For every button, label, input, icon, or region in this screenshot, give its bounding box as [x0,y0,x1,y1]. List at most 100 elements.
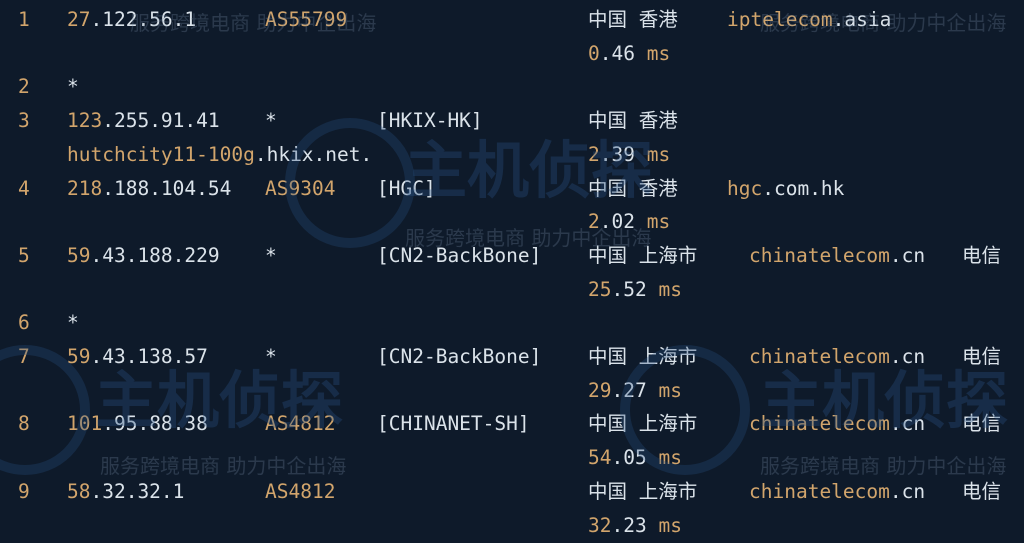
latency-segment: ms [658,378,682,402]
domain-segment: iptelecom [727,8,833,31]
latency-segment: ms [646,41,671,65]
ip-address-segment: .43.188.229 [90,243,220,267]
ip-address-segment: .95.88.38 [102,412,208,436]
ip-address-segment: .43.138.57 [90,345,208,368]
asn: * [265,104,277,138]
latency: 2.02 ms [588,205,670,239]
domain: chinatelecom.cn [749,475,925,509]
latency-segment: 2 [588,210,600,234]
domain: hgc.com.hk [727,172,844,206]
domain-segment: .cn [889,412,926,436]
latency: 0.46 ms [588,37,670,71]
geo-location-segment: 中国 香港 [588,109,678,133]
domain-segment: hgc [727,176,763,200]
geo-location-segment: 中国 香港 [588,176,678,200]
domain-segment: chinatelecom [749,243,890,267]
network-tag: [CHINANET-SH] [377,407,530,441]
ip-address: 101.95.88.38 [67,407,208,441]
latency-segment: 54 [588,446,612,470]
domain-segment: chinatelecom [749,479,890,503]
hop-number: 3 [18,109,30,133]
ip-address-segment: 101 [67,412,103,436]
latency-segment: .27 [611,378,659,402]
latency-segment: ms [658,513,682,537]
latency-segment: .46 [599,41,647,65]
isp-segment: 电信 [962,412,1002,436]
hop-detail-row: hutchcity11-100g.hkix.net. 2.39 ms [0,138,1024,172]
hop-detail-row: 0.46 ms [0,37,1024,71]
latency-segment: ms [646,142,671,166]
asn: * [265,239,277,273]
latency-segment: .52 [611,277,659,301]
ip-address-segment: .188.104.54 [102,176,232,200]
hop-number: 8 [18,412,30,436]
latency-segment: 2 [588,142,600,166]
isp: 电信 [962,340,1001,374]
network-tag: [HKIX-HK] [377,104,483,138]
geo-location-segment: 中国 上海市 [588,479,698,503]
network-tag-segment: [HKIX-HK] [377,109,483,133]
asn-segment: * [265,109,277,133]
domain-segment: .cn [889,243,926,267]
ip-address: * [67,306,79,340]
geo-location-segment: 中国 上海市 [588,412,698,436]
latency-segment: 32 [588,513,612,537]
latency: 32.23 ms [588,509,682,543]
hostname-segment: .hkix.net. [254,142,373,166]
ip-address: 218.188.104.54 [67,172,231,206]
ip-address: 59.43.188.229 [67,239,220,273]
domain: chinatelecom.cn [749,340,925,374]
ip-address-segment: .32.32.1 [90,479,185,503]
hop-number: 9 [18,479,30,503]
asn-segment: * [265,345,277,368]
asn: * [265,340,277,374]
isp-segment: 电信 [962,479,1002,503]
domain: chinatelecom.cn [749,407,925,441]
geo-location: 中国 上海市 [588,475,697,509]
network-tag-segment: [HGC] [377,176,436,200]
isp: 电信 [962,239,1001,273]
hop-row: 2* [0,70,1024,104]
geo-location: 中国 香港 [588,3,678,37]
latency-segment: ms [658,446,682,470]
asn-segment: AS4812 [265,479,336,503]
hostname: hutchcity11-100g.hkix.net. [67,138,372,172]
latency-segment: .05 [611,446,659,470]
ip-address-segment: 123 [67,109,103,133]
hop-detail-row: 32.23 ms [0,509,1024,543]
hop-number: 1 [18,8,30,31]
domain-segment: .com.hk [762,176,845,200]
geo-location-segment: 中国 香港 [588,8,678,31]
ip-address-segment: .255.91.41 [102,109,220,133]
latency-segment: ms [658,277,682,301]
ip-address: 59.43.138.57 [67,340,208,374]
domain-segment: .cn [889,479,926,503]
domain: iptelecom.asia [727,3,891,37]
latency: 54.05 ms [588,441,682,475]
geo-location: 中国 香港 [588,172,678,206]
network-tag-segment: [CN2-BackBone] [377,345,542,368]
domain: chinatelecom.cn [749,239,925,273]
hop-row: 6* [0,306,1024,340]
isp-segment: 电信 [962,243,1002,267]
hop-detail-row: 25.52 ms [0,273,1024,307]
geo-location-segment: 中国 上海市 [588,345,698,368]
isp: 电信 [962,407,1001,441]
ip-address: 27.122.56.1 [67,3,196,37]
asn: AS4812 [265,475,335,509]
geo-location: 中国 上海市 [588,340,697,374]
network-tag: [CN2-BackBone] [377,340,541,374]
ip-address-segment: * [67,75,79,99]
ip-address-segment: 27 [67,8,91,31]
latency-segment: .39 [599,142,647,166]
hop-detail-row: 2.02 ms [0,205,1024,239]
ip-address: 123.255.91.41 [67,104,220,138]
asn: AS55799 [265,3,347,37]
domain-segment: chinatelecom [749,412,890,436]
geo-location-segment: 中国 上海市 [588,243,698,267]
geo-location: 中国 上海市 [588,239,697,273]
